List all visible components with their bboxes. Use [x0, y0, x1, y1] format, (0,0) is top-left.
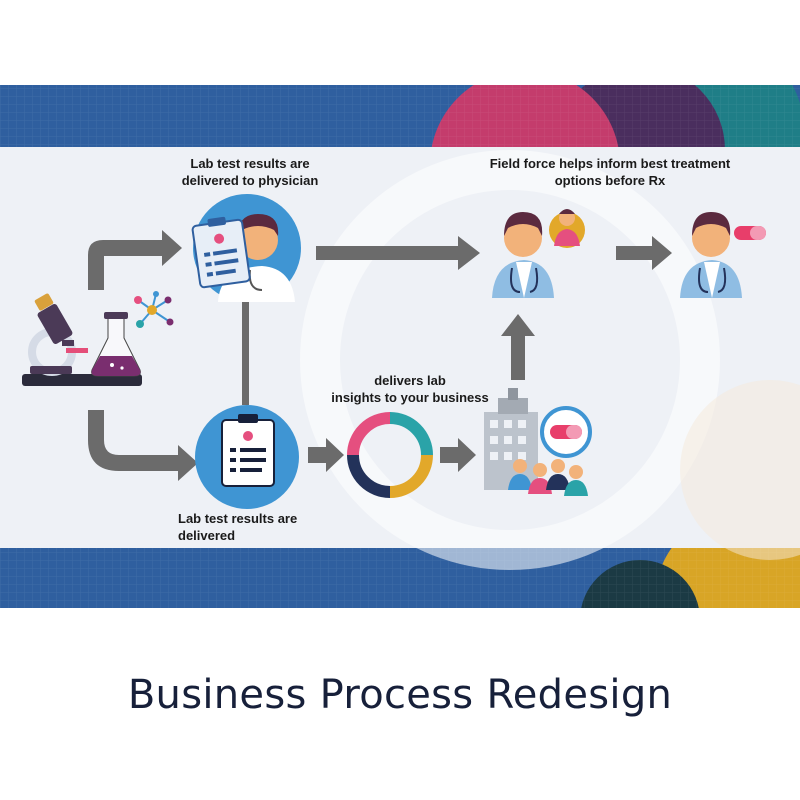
label-line: Lab test results are	[190, 156, 310, 171]
clipboard-icon	[191, 216, 251, 289]
sales-rep-icon	[549, 209, 585, 248]
molecule-icon	[134, 291, 174, 328]
connector-vertical	[242, 295, 249, 405]
label-line: Lab test results are	[178, 511, 298, 526]
label-physician-results: Lab test results are delivered to physic…	[150, 155, 350, 189]
arrow-down-to-delivered	[88, 410, 198, 481]
clipboard-icon	[221, 414, 275, 487]
donut-chart-icon	[347, 412, 433, 498]
arrow-up-to-field	[501, 314, 535, 380]
infographic-frame	[0, 85, 800, 608]
label-line: insights to your business	[331, 390, 489, 405]
flow-arrows	[88, 230, 672, 481]
arrow-delivered-to-ring	[308, 438, 344, 472]
physician-results-icon	[191, 194, 301, 302]
field-force-group	[492, 209, 585, 298]
page-title: Business Process Redesign	[127, 672, 673, 718]
business-group	[484, 388, 592, 496]
pill-icon	[734, 226, 766, 240]
pill-icon	[540, 406, 592, 458]
arrow-physician-to-field	[316, 236, 480, 270]
microscope-icon	[28, 293, 88, 376]
treatment-result-group	[680, 212, 766, 298]
label-line: delivered to physician	[181, 173, 319, 188]
label-results-delivered: Lab test results are delivered	[178, 510, 348, 544]
arrow-field-to-next	[616, 236, 672, 270]
label-line: delivers lab	[374, 373, 446, 388]
doctor-icon	[492, 212, 554, 298]
label-field-force: Field force helps inform best treatment …	[460, 155, 760, 189]
results-delivered-icon	[195, 405, 299, 509]
team-icon	[508, 459, 588, 496]
lab-equipment	[22, 291, 174, 386]
arrow-up-to-physician	[88, 230, 182, 290]
label-line: Field force helps inform best treatment	[489, 156, 731, 171]
lab-bench	[22, 374, 142, 386]
doctor-icon	[680, 212, 742, 298]
arrow-ring-to-building	[440, 438, 476, 472]
label-line: options before Rx	[554, 173, 666, 188]
label-insights: delivers lab insights to your business	[310, 372, 510, 406]
building-icon	[484, 388, 538, 490]
flask-icon	[91, 312, 141, 377]
label-line: delivered	[178, 528, 236, 543]
